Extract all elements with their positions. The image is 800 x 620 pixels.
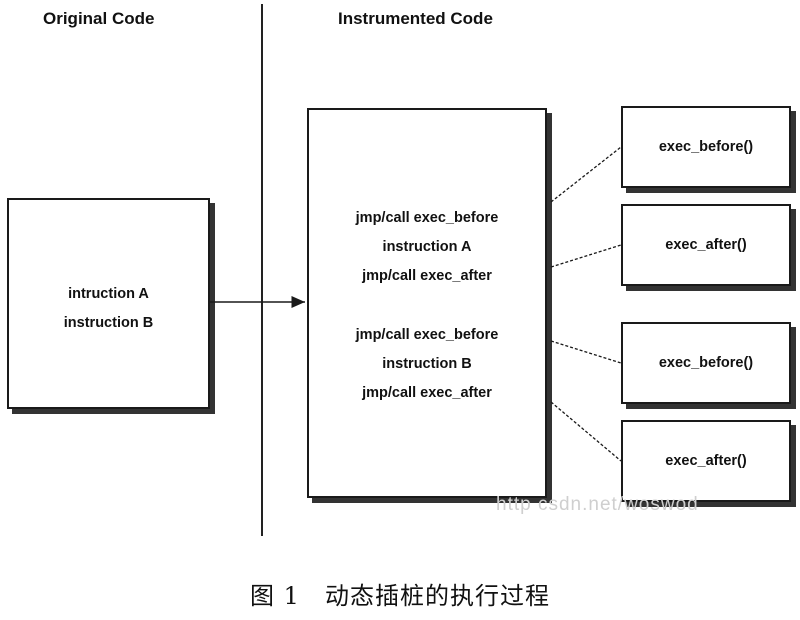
hook-exec-after-2-box: exec_after() [621, 420, 791, 502]
hook-exec-after-2-label: exec_after() [665, 453, 747, 469]
original-line-1: intruction A [68, 286, 149, 302]
instrumented-b-line-3: jmp/call exec_after [362, 385, 492, 401]
instrumented-b-line-1: jmp/call exec_before [355, 327, 499, 343]
hook-exec-before-2-label: exec_before() [658, 355, 754, 371]
hook-exec-after-1-label: exec_after() [665, 237, 747, 253]
original-line-2: instruction B [63, 315, 154, 331]
heading-original-code: Original Code [43, 9, 155, 28]
connector-before-2 [550, 340, 622, 364]
section-divider [261, 4, 263, 536]
instrumented-b-line-2: instruction B [382, 356, 472, 372]
hook-exec-before-2-box: exec_before() [621, 322, 791, 404]
connector-after-2 [550, 401, 622, 462]
original-code-box: intruction A instruction B [7, 198, 210, 409]
instrumented-code-box: jmp/call exec_before instruction A jmp/c… [307, 108, 547, 498]
hook-exec-before-1-label: exec_before() [658, 139, 754, 155]
watermark-text: http csdn.net/woswod [496, 494, 699, 515]
instrumented-a-line-2: instruction A [382, 239, 472, 255]
instrumented-a-line-3: jmp/call exec_after [362, 268, 492, 284]
connector-before-1 [550, 146, 622, 203]
hook-exec-before-1-box: exec_before() [621, 106, 791, 188]
instrumented-a-line-1: jmp/call exec_before [355, 210, 499, 226]
connector-after-1 [550, 244, 622, 268]
hook-exec-after-1-box: exec_after() [621, 204, 791, 286]
heading-instrumented-code: Instrumented Code [338, 9, 493, 28]
figure-caption: 图 1 动态插桩的执行过程 [250, 582, 550, 610]
